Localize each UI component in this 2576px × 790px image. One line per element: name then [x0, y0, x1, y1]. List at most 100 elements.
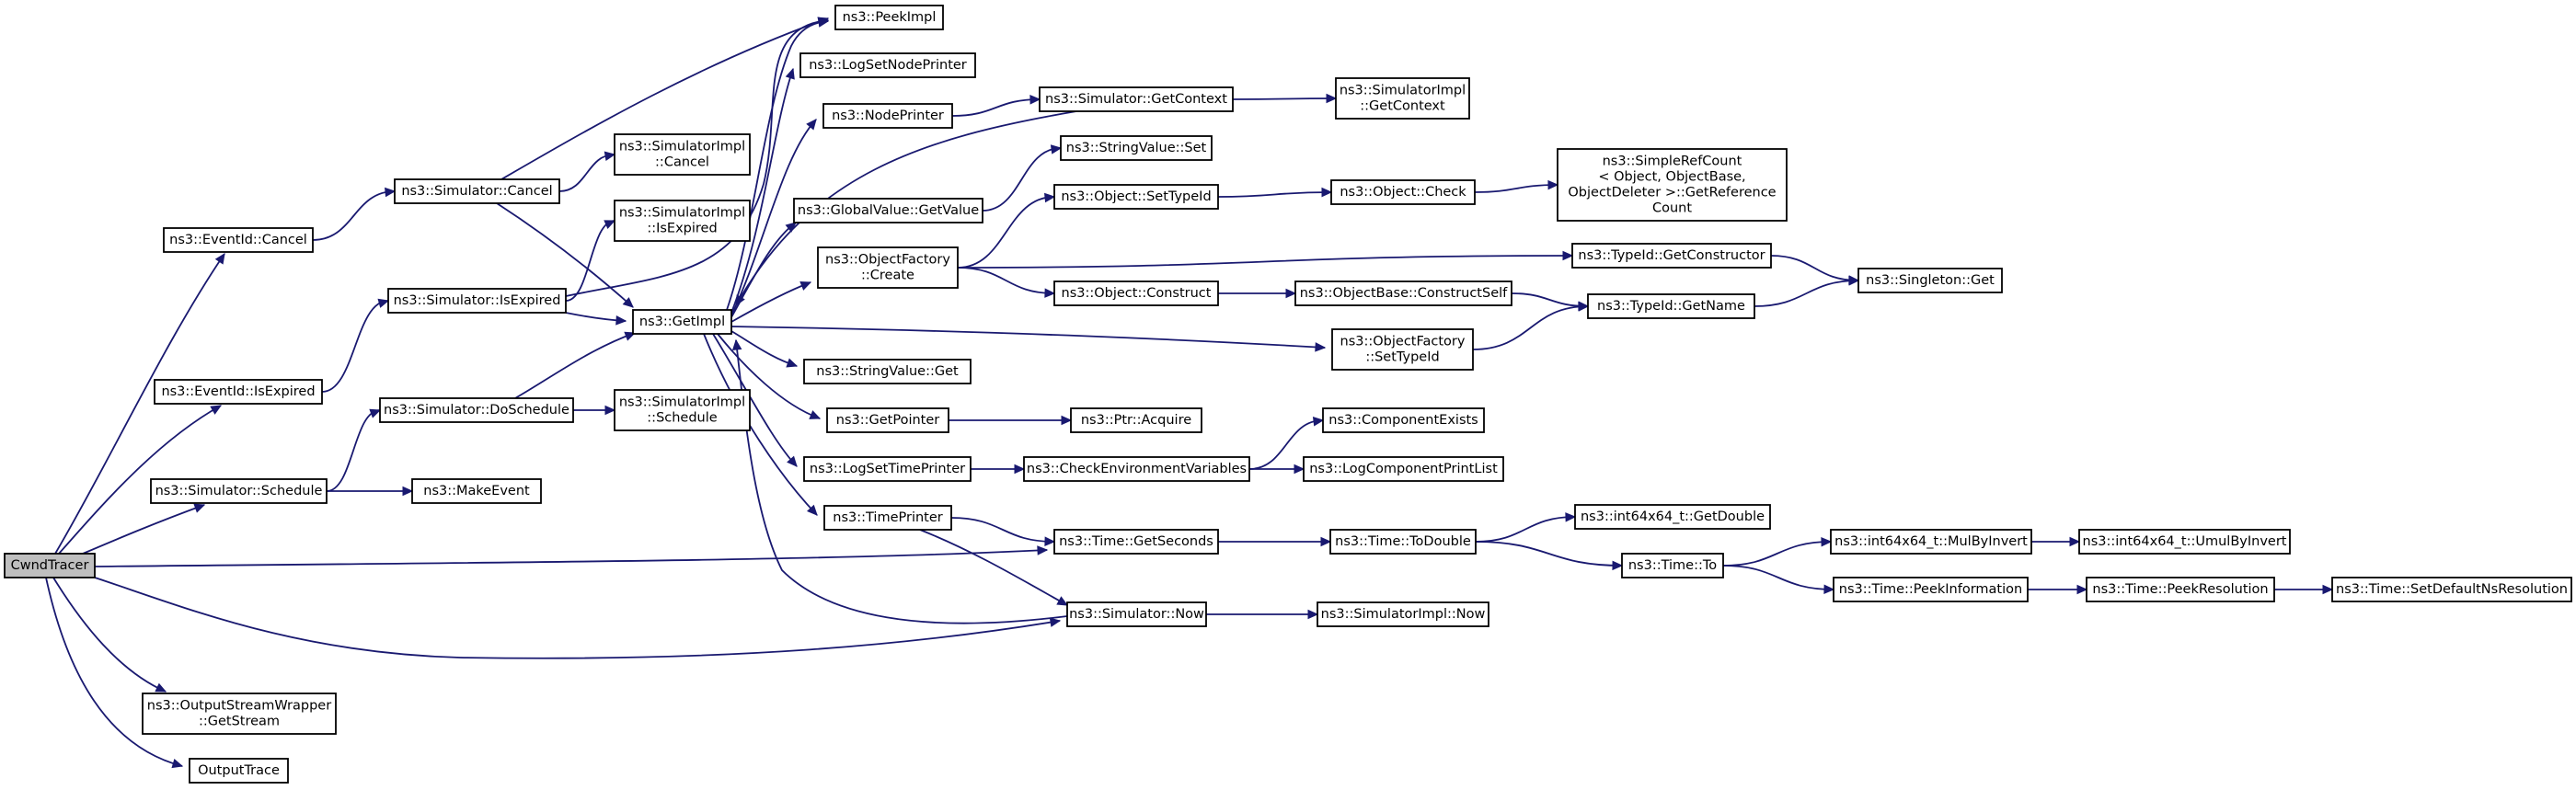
node-box: [142, 693, 337, 735]
edge-line: [703, 333, 818, 516]
edge-time_peekinfo-to-time_peekres: [2028, 584, 2088, 595]
node-makeevent[interactable]: ns3::MakeEvent: [411, 478, 542, 504]
node-label: ns3::Time::GetSeconds: [1059, 534, 1213, 549]
edge-arrowhead: [1578, 302, 1590, 312]
edge-arrowhead: [785, 67, 795, 80]
node-int64-getdouble[interactable]: ns3::int64x64_t::GetDouble: [1574, 504, 1771, 530]
node-box: [2078, 529, 2291, 555]
node-time-todouble[interactable]: ns3::Time::ToDouble: [1329, 529, 1477, 555]
edge-arrowhead: [604, 405, 616, 416]
node-simplerefcount[interactable]: ns3::SimpleRefCount< Object, ObjectBase,…: [1557, 148, 1788, 222]
edge-arrowhead: [1307, 609, 1319, 620]
node-stringvalue-set[interactable]: ns3::StringValue::Set: [1060, 135, 1213, 161]
node-sim-getcontext[interactable]: ns3::Simulator::GetContext: [1039, 86, 1234, 112]
node-box: [1317, 601, 1489, 627]
edge-arrowhead: [210, 405, 223, 415]
node-label: ns3::TimePrinter: [833, 510, 943, 525]
edge-eid_isexp-to-sim_isexp: [321, 298, 390, 393]
edge-arrowhead: [1823, 584, 1835, 594]
node-int64-umulbyinvert[interactable]: ns3::int64x64_t::UmulByInvert: [2078, 529, 2291, 555]
node-objfactory-create[interactable]: ns3::ObjectFactory::Create: [817, 246, 959, 289]
node-box: [1587, 293, 1755, 319]
node-box: [614, 389, 751, 431]
edge-checkenv-to-logcomponentprintlist: [1249, 464, 1305, 475]
node-box: [387, 288, 567, 314]
node-simimpl-sched[interactable]: ns3::SimulatorImpl::Schedule: [614, 389, 751, 431]
edge-arrowhead: [1320, 536, 1332, 547]
node-box: [1331, 328, 1474, 371]
edge-arrowhead: [806, 119, 817, 131]
node-simimpl-cancel[interactable]: ns3::SimulatorImpl::Cancel: [614, 133, 751, 176]
edge-line: [1232, 97, 1337, 100]
edge-checkenv-to-componentexists: [1248, 417, 1325, 470]
node-box: [1053, 184, 1219, 210]
node-label: Count: [1652, 201, 1692, 216]
node-time-setdefaultns[interactable]: ns3::Time::SetDefaultNsResolution: [2331, 577, 2572, 602]
node-obj-check[interactable]: ns3::Object::Check: [1330, 179, 1476, 205]
node-time-to[interactable]: ns3::Time::To: [1621, 553, 1724, 578]
node-sim-schedule[interactable]: ns3::Simulator::Schedule: [150, 478, 328, 504]
node-peekimpl[interactable]: ns3::PeekImpl: [834, 5, 944, 30]
edge-getimpl-to-lognodeprinter: [730, 67, 795, 314]
node-sim-cancel[interactable]: ns3::Simulator::Cancel: [394, 178, 560, 204]
node-objbase-constructself[interactable]: ns3::ObjectBase::ConstructSelf: [1294, 281, 1512, 306]
node-logcomponentprintlist[interactable]: ns3::LogComponentPrintList: [1303, 456, 1504, 482]
node-label: ns3::Object::SetTypeId: [1061, 189, 1211, 204]
node-gv-getvalue[interactable]: ns3::GlobalValue::GetValue: [793, 198, 983, 223]
node-eid-cancel[interactable]: ns3::EventId::Cancel: [163, 227, 314, 253]
node-eid-isexp[interactable]: ns3::EventId::IsExpired: [154, 379, 323, 405]
node-time-getseconds[interactable]: ns3::Time::GetSeconds: [1053, 529, 1219, 555]
node-componentexists[interactable]: ns3::ComponentExists: [1322, 407, 1485, 433]
node-obj-construct[interactable]: ns3::Object::Construct: [1053, 281, 1219, 306]
node-osw-getstream[interactable]: ns3::OutputStreamWrapper::GetStream: [142, 693, 337, 735]
node-typeid-getname[interactable]: ns3::TypeId::GetName: [1587, 293, 1755, 319]
node-simimpl-now[interactable]: ns3::SimulatorImpl::Now: [1317, 601, 1489, 627]
edge-arrowhead: [1821, 537, 1833, 547]
edge-nodeprinter-to-sim_getcontext: [951, 95, 1041, 117]
edge-getimpl-to-getpointer: [717, 333, 822, 419]
edge-arrowhead: [2322, 584, 2334, 595]
edge-line: [730, 119, 817, 316]
node-label: ns3::Time::SetDefaultNsResolution: [2336, 582, 2568, 597]
edge-arrowhead: [1049, 617, 1062, 627]
node-int64-mulbyinvert[interactable]: ns3::int64x64_t::MulByInvert: [1830, 529, 2032, 555]
edge-line: [1722, 565, 1834, 590]
node-timeprinter[interactable]: ns3::TimePrinter: [823, 505, 952, 531]
node-box: [1329, 529, 1477, 555]
node-cwnd[interactable]: CwndTracer: [4, 553, 96, 578]
node-simimpl-getcontext[interactable]: ns3::SimulatorImpl::GetContext: [1335, 77, 1470, 120]
node-obj-settypeid[interactable]: ns3::Object::SetTypeId: [1053, 184, 1219, 210]
node-getimpl[interactable]: ns3::GetImpl: [632, 309, 732, 335]
edge-timeprinter-to-time_getseconds: [950, 517, 1056, 546]
node-ptr-acquire[interactable]: ns3::Ptr::Acquire: [1070, 407, 1202, 433]
edge-typeid_getconstructor-to-singleton_get: [1770, 255, 1860, 285]
edge-arrowhead: [1044, 288, 1056, 298]
node-outputtrace[interactable]: OutputTrace: [189, 758, 289, 784]
node-box: [379, 397, 574, 423]
node-box: [2331, 577, 2572, 602]
node-logtimeprinter[interactable]: ns3::LogSetTimePrinter: [803, 456, 972, 482]
edge-line: [1754, 280, 1859, 307]
node-simimpl-isexp[interactable]: ns3::SimulatorImpl::IsExpired: [614, 200, 751, 242]
node-sim-isexp[interactable]: ns3::Simulator::IsExpired: [387, 288, 567, 314]
node-stringvalue-get[interactable]: ns3::StringValue::Get: [803, 359, 972, 384]
node-checkenv[interactable]: ns3::CheckEnvironmentVariables: [1023, 456, 1250, 482]
node-getpointer[interactable]: ns3::GetPointer: [826, 407, 949, 433]
node-box: [1857, 268, 2003, 293]
node-sim-now[interactable]: ns3::Simulator::Now: [1066, 601, 1207, 627]
node-nodeprinter[interactable]: ns3::NodePrinter: [822, 103, 953, 129]
edge-obj_construct-to-objbase_constructself: [1217, 288, 1297, 299]
edge-sim_schedule-to-sim_dosched: [326, 408, 382, 492]
node-lognodeprinter[interactable]: ns3::LogSetNodePrinter: [799, 52, 976, 78]
node-time-peekinfo[interactable]: ns3::Time::PeekInformation: [1833, 577, 2029, 602]
node-time-peekres[interactable]: ns3::Time::PeekResolution: [2086, 577, 2275, 602]
node-sim-dosched[interactable]: ns3::Simulator::DoSchedule: [379, 397, 574, 423]
node-typeid-getconstructor[interactable]: ns3::TypeId::GetConstructor: [1571, 243, 1772, 269]
node-singleton-get[interactable]: ns3::Singleton::Get: [1857, 268, 2003, 293]
node-label: ns3::NodePrinter: [832, 109, 944, 123]
edge-arrowhead: [1044, 536, 1056, 546]
edge-line: [52, 577, 167, 693]
node-objfactory-settypeid[interactable]: ns3::ObjectFactory::SetTypeId: [1331, 328, 1474, 371]
node-box: [614, 133, 751, 176]
node-box: [817, 246, 959, 289]
